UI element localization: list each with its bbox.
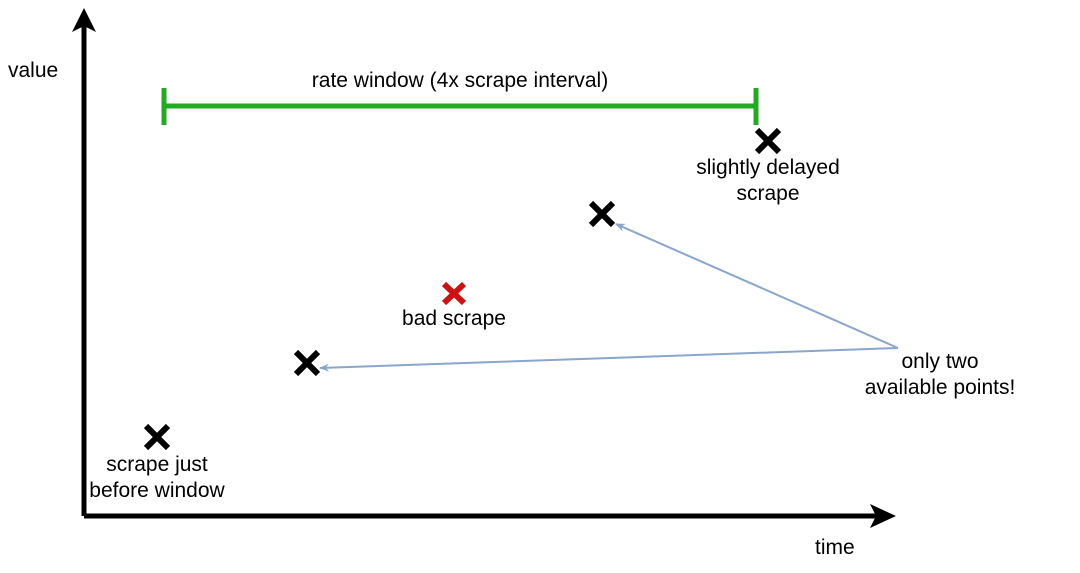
rate-window-label: rate window (4x scrape interval) [311, 69, 609, 92]
rate-window-bracket [161, 88, 759, 125]
marker-first-available-point [293, 349, 321, 377]
scrape-just-before-window-label: scrape just before window [89, 453, 225, 502]
marker-slightly-delayed-scrape [754, 127, 782, 155]
marker-bad-scrape [441, 281, 467, 306]
y-axis [72, 8, 96, 516]
x-axis [84, 504, 896, 528]
slightly-delayed-scrape-label: slightly delayed scrape [696, 156, 840, 205]
bad-scrape-label: bad scrape [402, 307, 506, 330]
annotation-arrows [319, 223, 899, 372]
marker-scrape-just-before-window [143, 423, 171, 451]
y-axis-label: value [8, 59, 59, 82]
x-axis-label: time [815, 536, 855, 559]
marker-second-available-point [588, 200, 616, 228]
only-two-available-points-label: only two available points! [864, 350, 1016, 399]
